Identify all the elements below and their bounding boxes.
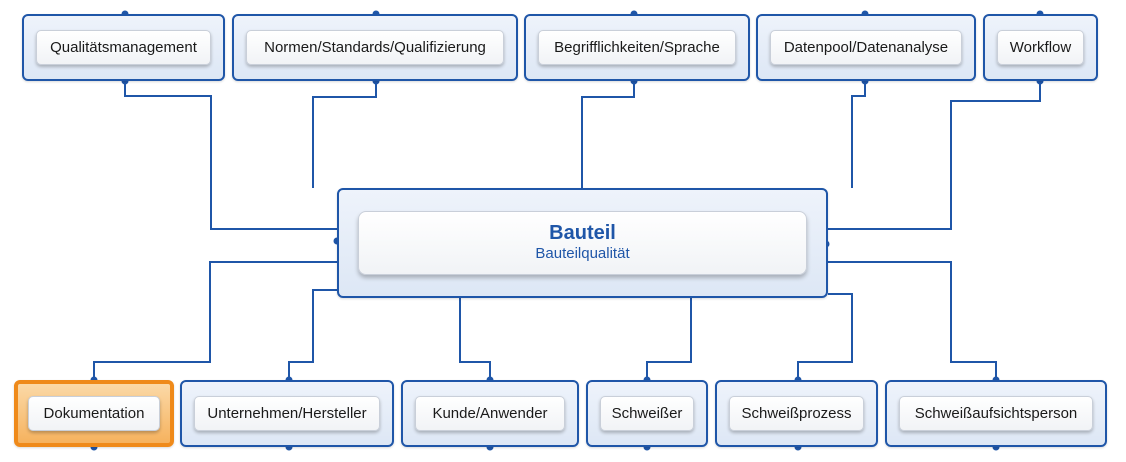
wire-unternehmen <box>288 289 364 380</box>
wire-normen <box>312 81 377 188</box>
node-label-dokumentation: Dokumentation <box>28 396 160 431</box>
node-label-kunde: Kunde/Anwender <box>415 396 565 431</box>
node-qualitaetsmanagement[interactable]: Qualitätsmanagement <box>22 14 225 81</box>
center-card: Bauteil Bauteilqualität <box>358 211 807 275</box>
center-title: Bauteil <box>549 222 616 245</box>
node-bauteil[interactable]: Bauteil Bauteilqualität <box>337 188 828 298</box>
wire-begrifflichkeiten <box>581 81 635 188</box>
node-schweissprozess[interactable]: Schweißprozess <box>715 380 878 447</box>
node-label-qualitaetsmanagement: Qualitätsmanagement <box>36 30 211 65</box>
wire-schweissaufsichtsperson <box>828 261 997 380</box>
node-begrifflichkeiten[interactable]: Begrifflichkeiten/Sprache <box>524 14 750 81</box>
node-label-schweisser: Schweißer <box>600 396 694 431</box>
node-normen-standards[interactable]: Normen/Standards/Qualifizierung <box>232 14 518 81</box>
node-label-workflow: Workflow <box>997 30 1084 65</box>
node-schweisser[interactable]: Schweißer <box>586 380 708 447</box>
center-subtitle: Bauteilqualität <box>535 245 630 263</box>
node-dokumentation[interactable]: Dokumentation <box>14 380 174 447</box>
node-kunde[interactable]: Kunde/Anwender <box>401 380 579 447</box>
wire-qualitaetsmanagement <box>124 81 337 230</box>
node-label-begrifflichkeiten: Begrifflichkeiten/Sprache <box>538 30 736 65</box>
node-workflow[interactable]: Workflow <box>983 14 1098 81</box>
node-label-datenpool: Datenpool/Datenanalyse <box>770 30 962 65</box>
wire-kunde <box>459 298 491 380</box>
wire-dokumentation <box>93 261 337 380</box>
wire-schweissprozess <box>797 293 853 380</box>
node-label-schweissaufsichtsperson: Schweißaufsichtsperson <box>899 396 1093 431</box>
wire-datenpool <box>851 81 866 188</box>
node-label-normen-standards: Normen/Standards/Qualifizierung <box>246 30 504 65</box>
wire-workflow <box>828 81 1041 230</box>
wire-schweisser <box>646 298 692 380</box>
node-label-unternehmen: Unternehmen/Hersteller <box>194 396 380 431</box>
node-schweissaufsichtsperson[interactable]: Schweißaufsichtsperson <box>885 380 1107 447</box>
node-datenpool[interactable]: Datenpool/Datenanalyse <box>756 14 976 81</box>
node-unternehmen[interactable]: Unternehmen/Hersteller <box>180 380 394 447</box>
node-label-schweissprozess: Schweißprozess <box>729 396 864 431</box>
